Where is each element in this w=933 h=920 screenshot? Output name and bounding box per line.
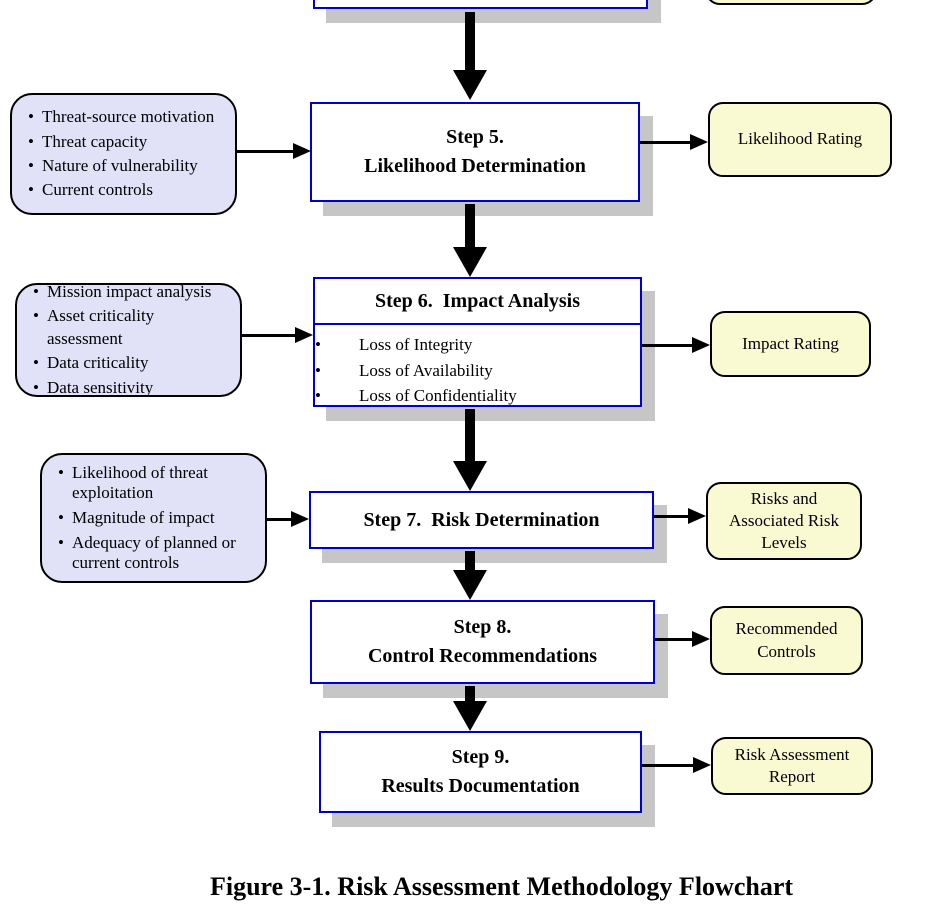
output-risks-levels: Risks and Associated Risk Levels (706, 482, 862, 560)
input-bullet: Threat capacity (28, 131, 227, 154)
arrow-step7-to-step8-stem (465, 551, 475, 572)
step6-bullet: Loss of Integrity (359, 332, 640, 358)
output-label: Likelihood Rating (737, 129, 863, 149)
output-label: Risks and Associated Risk Levels (728, 488, 840, 553)
arrow-step5-to-step6-stem (465, 204, 475, 249)
step9-title: Step 9. Results Documentation (381, 746, 580, 797)
input-box-step7: Likelihood of threat exploitation Magnit… (40, 453, 267, 583)
arrow-step5-to-output-stem (640, 141, 692, 144)
step6-bullet: Loss of Availability (359, 358, 640, 384)
output-label: Risk Assessment Report (734, 744, 850, 786)
input-list-step7: Likelihood of threat exploitation Magnit… (58, 458, 257, 578)
step6-bullet-list: Loss of Integrity Loss of Availability L… (315, 332, 640, 409)
input-bullet: Current controls (28, 179, 227, 202)
arrow-step6-to-output-stem (642, 344, 694, 347)
arrow-step4-to-step5-stem (465, 12, 475, 72)
arrow-step9-to-output-stem (642, 764, 695, 767)
arrow-input-to-step6-stem (242, 334, 297, 337)
figure-caption: Figure 3-1. Risk Assessment Methodology … (209, 872, 794, 901)
step5-title: Step 5. Likelihood Determination (364, 126, 586, 177)
arrow-step5-to-output-head-icon (690, 134, 708, 150)
output-recommended-controls: Recommended Controls (710, 606, 863, 675)
step4-output-partial (705, 0, 877, 5)
step5-box: Step 5. Likelihood Determination (310, 102, 640, 202)
input-bullet: Data sensitivity (33, 377, 232, 400)
arrow-step5-to-step6-head-icon (453, 247, 487, 277)
arrow-step8-to-output-head-icon (692, 631, 710, 647)
arrow-step9-to-output-head-icon (693, 757, 711, 773)
arrow-input-to-step7-head-icon (291, 511, 309, 527)
arrow-step6-to-step7-head-icon (453, 461, 487, 491)
input-box-step5: Threat-source motivation Threat capacity… (10, 93, 237, 215)
step7-box: Step 7. Risk Determination (309, 491, 654, 549)
output-label: Impact Rating (742, 333, 839, 353)
input-list-step5: Threat-source motivation Threat capacity… (28, 104, 227, 204)
step9-box: Step 9. Results Documentation (319, 731, 642, 813)
arrow-step8-to-step9-stem (465, 686, 475, 703)
output-risk-assessment-report: Risk Assessment Report (711, 737, 873, 795)
step6-header: Step 6. Impact Analysis (315, 279, 640, 325)
input-bullet: Mission impact analysis (33, 281, 232, 304)
arrow-step7-to-output-stem (654, 515, 690, 518)
input-bullet: Likelihood of threat exploitation (58, 463, 257, 503)
step8-box: Step 8. Control Recommendations (310, 600, 655, 684)
arrow-step7-to-output-head-icon (688, 508, 706, 524)
arrow-input-to-step5-stem (237, 150, 295, 153)
arrow-step6-to-step7-stem (465, 409, 475, 463)
input-bullet: Threat-source motivation (28, 106, 227, 129)
input-bullet: Asset criticality assessment (33, 305, 232, 350)
input-bullet: Data criticality (33, 352, 232, 375)
arrow-step7-to-step8-head-icon (453, 570, 487, 600)
arrow-step8-to-step9-head-icon (453, 701, 487, 731)
step4-box-partial (313, 0, 648, 9)
input-bullet: Nature of vulnerability (28, 155, 227, 178)
output-label: Recommended Controls (735, 619, 838, 661)
arrow-input-to-step6-head-icon (295, 327, 313, 343)
step8-title: Step 8. Control Recommendations (367, 616, 598, 667)
output-impact-rating: Impact Rating (710, 311, 871, 377)
step6-bullet: Loss of Confidentiality (359, 383, 640, 409)
input-list-step6: Mission impact analysis Asset criticalit… (33, 279, 232, 401)
arrow-step8-to-output-stem (655, 638, 694, 641)
output-likelihood-rating: Likelihood Rating (708, 102, 892, 177)
step6-title: Step 6. Impact Analysis (374, 289, 581, 312)
input-box-step6: Mission impact analysis Asset criticalit… (15, 281, 242, 400)
arrow-input-to-step7-stem (267, 518, 293, 521)
step7-title: Step 7. Risk Determination (363, 508, 600, 531)
arrow-input-to-step5-head-icon (293, 143, 311, 159)
step6-box: Step 6. Impact Analysis Loss of Integrit… (313, 277, 642, 407)
arrow-step4-to-step5-head-icon (453, 70, 487, 100)
arrow-step6-to-output-head-icon (692, 337, 710, 353)
input-bullet: Adequacy of planned or current controls (58, 533, 257, 573)
input-bullet: Magnitude of impact (58, 508, 257, 528)
